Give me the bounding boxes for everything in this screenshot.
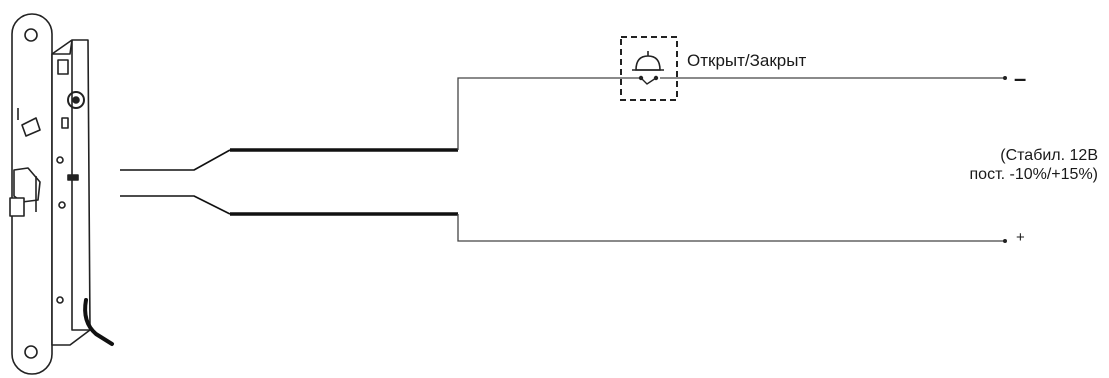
spindle-hub bbox=[67, 91, 85, 109]
terminal-positive-dot bbox=[1003, 239, 1007, 243]
power-supply-line-2: пост. -10%/+15%) bbox=[969, 166, 1099, 183]
terminal-negative-label: – bbox=[1014, 66, 1027, 91]
terminal-positive-label: + bbox=[1016, 229, 1025, 246]
power-supply-line-1: (Стабил. 12В bbox=[1000, 147, 1098, 164]
switch-label: Открыт/Закрыт bbox=[687, 51, 807, 70]
mortise-lock-icon bbox=[9, 13, 114, 375]
bell-switch-icon bbox=[620, 36, 678, 101]
positive-line bbox=[457, 214, 1004, 242]
wire-upper-lead bbox=[120, 149, 231, 171]
negative-line bbox=[457, 77, 1004, 150]
wire-lower-lead bbox=[120, 195, 231, 215]
wire-bundle bbox=[120, 148, 458, 216]
lock-cable bbox=[83, 298, 114, 346]
power-supply-note: (Стабил. 12В пост. -10%/+15%) bbox=[928, 146, 1099, 184]
terminal-negative-dot bbox=[1003, 76, 1007, 80]
faceplate-screw-bottom bbox=[24, 345, 38, 359]
faceplate-screw-top bbox=[24, 28, 38, 42]
latch-bolt bbox=[21, 117, 41, 137]
dead-bolt bbox=[13, 167, 41, 203]
